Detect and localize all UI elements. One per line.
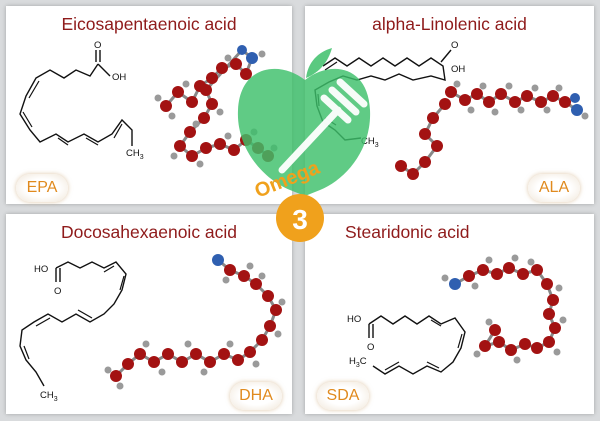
dha-structural-formula: HO O CH3	[19, 254, 286, 403]
ala-title: alpha-Linolenic acid	[372, 14, 527, 34]
fork-icon	[278, 78, 368, 174]
omega-3-logo: 3 Omega	[237, 48, 371, 242]
dha-title: Docosahexaenoic acid	[60, 222, 238, 242]
dha-ball-and-stick-model	[104, 254, 286, 390]
omega-number-circle	[276, 194, 324, 242]
epa-methyl-label: CH3	[126, 148, 144, 161]
dha-badge: DHA	[230, 382, 282, 410]
epa-badge: EPA	[16, 174, 68, 202]
ala-structural-formula: OH O CH3	[314, 40, 589, 180]
ala-ball-and-stick-model	[395, 80, 589, 180]
dha-methyl-label: CH3	[40, 390, 58, 403]
sda-badge: SDA	[317, 382, 369, 410]
sda-structural-formula: HO O H3C	[347, 254, 567, 375]
dha-oxygen-label: O	[54, 286, 61, 297]
epa-oxygen-label: O	[94, 40, 101, 51]
ala-methyl-label: CH3	[361, 136, 379, 149]
ala-hydroxyl-label: OH	[451, 64, 465, 75]
epa-hydroxyl-label: OH	[112, 72, 126, 83]
sda-oxygen-label: O	[367, 342, 374, 353]
leaf-icon	[306, 48, 332, 78]
sda-title: Stearidonic acid	[345, 222, 470, 242]
ala-badge: ALA	[528, 174, 580, 202]
epa-title: Eicosapentaenoic acid	[61, 14, 237, 34]
dha-panel: Docosahexaenoic acid HO O CH3	[6, 214, 292, 414]
apple-heart-shape	[237, 68, 371, 196]
sda-ball-and-stick-model	[441, 254, 567, 364]
sda-panel: Stearidonic acid HO O H3C	[305, 214, 594, 414]
omega-number: 3	[292, 204, 308, 235]
sda-hydroxyl-label: HO	[347, 314, 361, 325]
sda-methyl-label: H3C	[349, 356, 367, 369]
ala-oxygen-label: O	[451, 40, 458, 51]
dha-hydroxyl-label: HO	[34, 264, 48, 275]
